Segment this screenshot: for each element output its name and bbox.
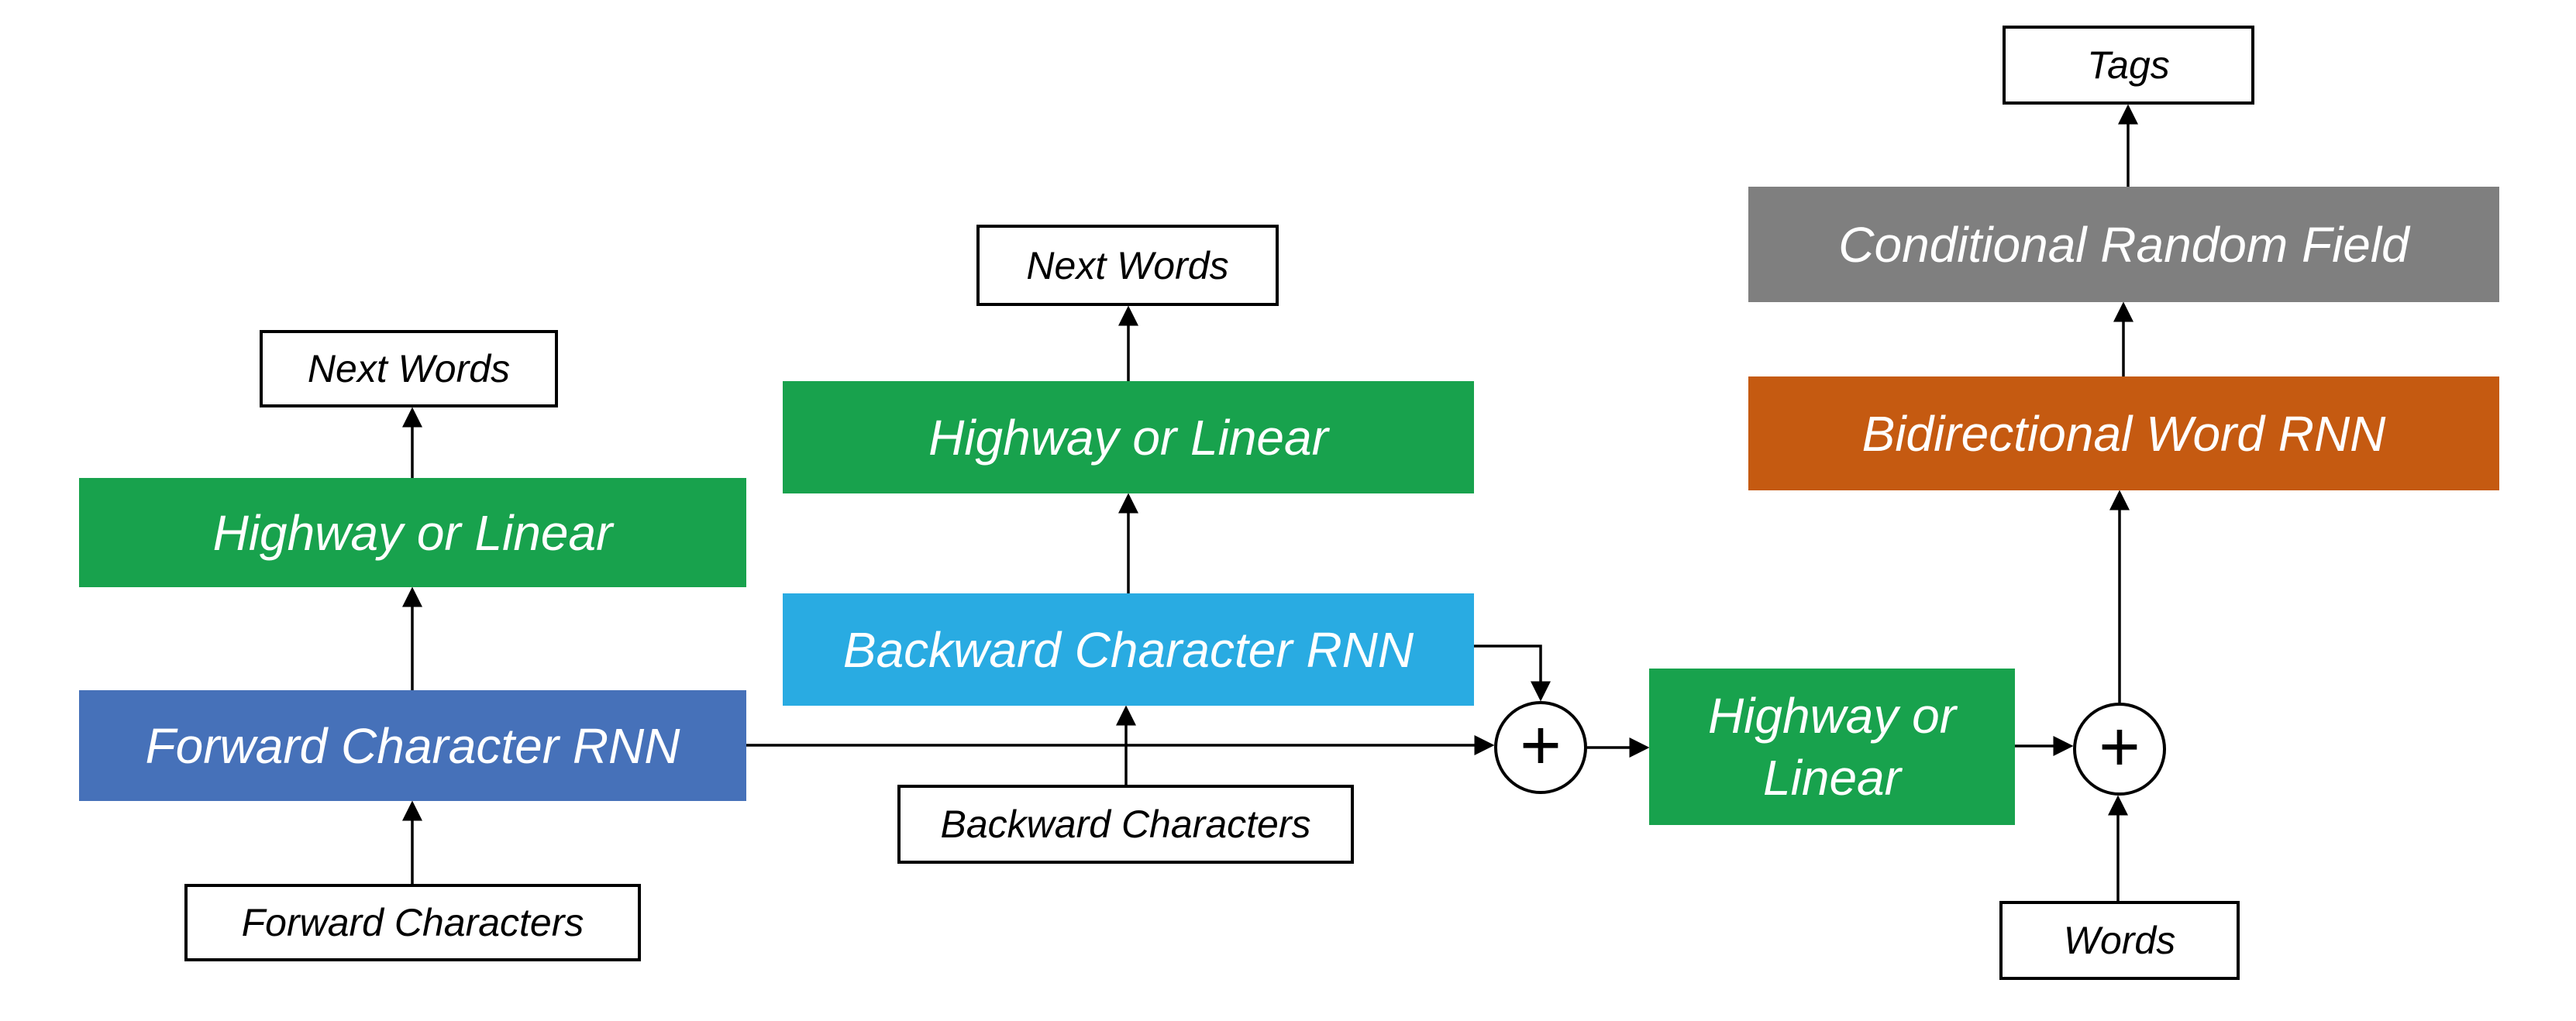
node-conditional-random-field: Conditional Random Field bbox=[1748, 187, 2499, 302]
node-backward-characters: Backward Characters bbox=[897, 785, 1354, 864]
node-highway-or-linear-left: Highway or Linear bbox=[79, 478, 746, 587]
edge-backward-char-rnn-to-sum-char bbox=[1474, 645, 1551, 702]
node-sum-characters: + bbox=[1494, 701, 1587, 794]
node-bidirectional-word-rnn: Bidirectional Word RNN bbox=[1748, 376, 2499, 490]
node-next-words-mid: Next Words bbox=[976, 225, 1279, 306]
node-tags: Tags bbox=[2003, 26, 2254, 105]
node-highway-or-linear-word: Highway or Linear bbox=[1649, 669, 2015, 825]
node-forward-characters: Forward Characters bbox=[184, 884, 641, 961]
node-next-words-left: Next Words bbox=[260, 330, 558, 407]
node-words: Words bbox=[1999, 901, 2240, 980]
node-sum-words: + bbox=[2073, 703, 2166, 796]
node-highway-or-linear-mid: Highway or Linear bbox=[783, 381, 1474, 493]
node-forward-character-rnn: Forward Character RNN bbox=[79, 690, 746, 801]
node-backward-character-rnn: Backward Character RNN bbox=[783, 593, 1474, 706]
